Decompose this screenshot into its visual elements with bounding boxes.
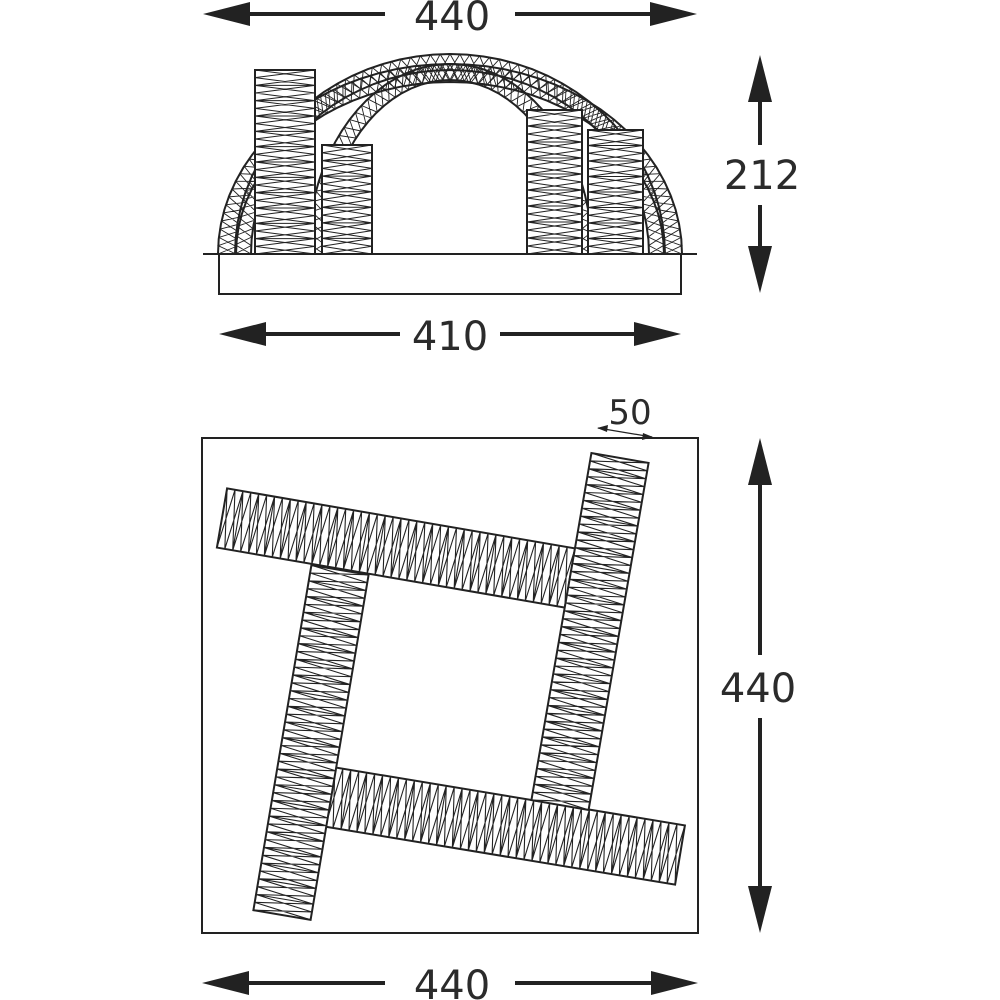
side-band-left-inner (321, 144, 373, 255)
arches (217, 52, 683, 255)
band-top (215, 487, 577, 609)
dimension-side-base-width: 410 (219, 314, 681, 360)
plan-view: 50 440 440 (201, 393, 796, 1000)
dimension-label: 50 (608, 393, 651, 433)
crystal-bands (215, 451, 687, 921)
base-plate (218, 253, 682, 295)
dimension-label: 440 (720, 666, 796, 712)
dimension-label: 440 (414, 963, 490, 1000)
side-band-left-outer (254, 69, 316, 255)
band-right (530, 451, 650, 812)
dimension-label: 440 (414, 0, 490, 40)
dimension-side-top-width: 440 (203, 0, 697, 40)
side-view: 440 212 410 (203, 0, 800, 360)
dimension-plan-height: 440 (720, 438, 796, 933)
dimension-band-width: 50 (597, 393, 653, 440)
dimension-label: 410 (412, 314, 488, 360)
band-bottom (323, 766, 687, 886)
dimension-label: 212 (724, 153, 800, 199)
side-band-right-inner (526, 109, 583, 255)
dimension-plan-width: 440 (202, 963, 698, 1000)
dimension-side-height: 212 (724, 55, 800, 293)
plan-outline (201, 437, 699, 934)
band-left (252, 564, 370, 921)
side-band-right-outer (587, 129, 644, 255)
